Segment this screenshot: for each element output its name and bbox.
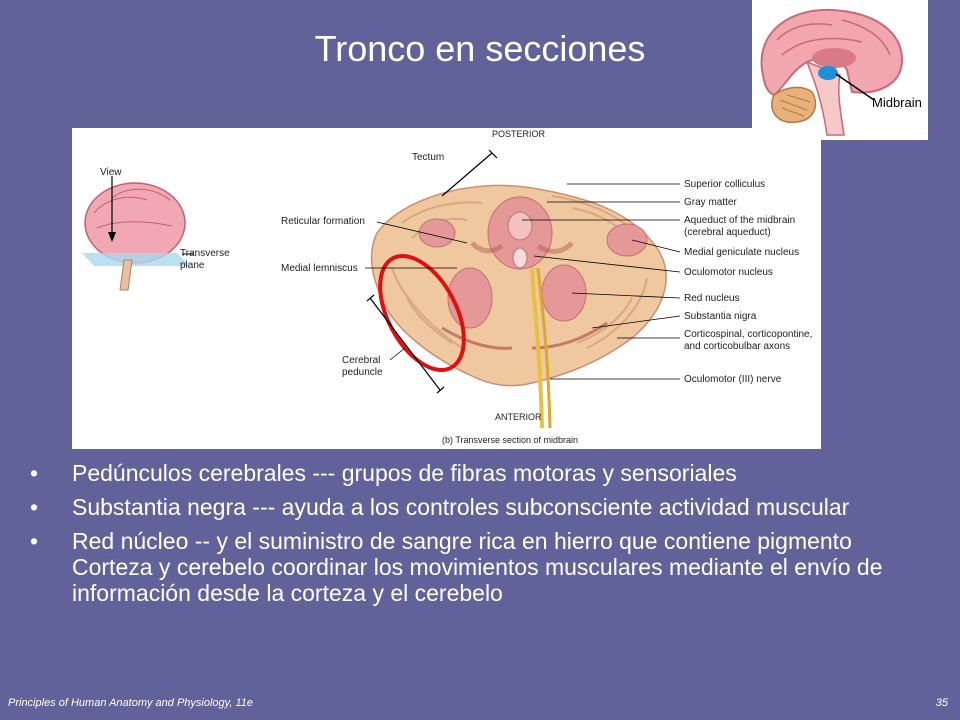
inset-midbrain-label: Midbrain: [872, 95, 922, 110]
bullet-list: •Pedúnculos cerebrales --- grupos de fib…: [30, 460, 930, 614]
posterior-label: POSTERIOR: [492, 129, 546, 139]
medial-lemniscus-label: Medial lemniscus: [281, 263, 358, 274]
bullet-item: •Substantia negra --- ayuda a los contro…: [30, 494, 850, 520]
view-label: View: [100, 167, 122, 178]
footer-source: Principles of Human Anatomy and Physiolo…: [8, 697, 253, 709]
transverse-plane-label: Transverse plane: [180, 248, 232, 271]
oculomotor-nerve-label: Oculomotor (III) nerve: [684, 374, 782, 385]
tectum-label: Tectum: [412, 152, 444, 163]
gray-matter-label: Gray matter: [684, 197, 737, 208]
midbrain-section-figure: View Transverse plane: [72, 128, 821, 449]
bullet-item: •Red núcleo -- y el suministro de sangre…: [30, 528, 930, 606]
bullet-item: •Pedúnculos cerebrales --- grupos de fib…: [30, 460, 737, 486]
red-nucleus-label: Red nucleus: [684, 293, 740, 304]
slide-title: Tronco en secciones: [314, 28, 646, 69]
reticular-formation-label: Reticular formation: [281, 216, 365, 227]
midbrain-inset-image: Midbrain: [752, 0, 928, 140]
figure-caption: (b) Transverse section of midbrain: [442, 435, 578, 445]
medial-geniculate-label: Medial geniculate nucleus: [684, 247, 799, 258]
substantia-nigra-label: Substantia nigra: [684, 311, 757, 322]
bullet-continuation: Corteza y cerebelo coordinar los movimie…: [72, 554, 883, 606]
midbrain-cross-section: [370, 184, 667, 429]
corticospinal-label: Corticospinal, corticopontine, and corti…: [684, 329, 815, 352]
highlight-ring: [378, 253, 466, 373]
superior-colliculus-label: Superior colliculus: [684, 179, 765, 190]
aqueduct-label: Aqueduct of the midbrain (cerebral aqued…: [684, 215, 798, 238]
page-number: 35: [935, 697, 948, 709]
anterior-label: ANTERIOR: [495, 412, 542, 422]
orientation-brain-icon: [82, 176, 190, 291]
cerebral-peduncle-label: Cerebral peduncle: [342, 355, 383, 378]
oculomotor-nucleus-label: Oculomotor nucleus: [684, 267, 773, 278]
